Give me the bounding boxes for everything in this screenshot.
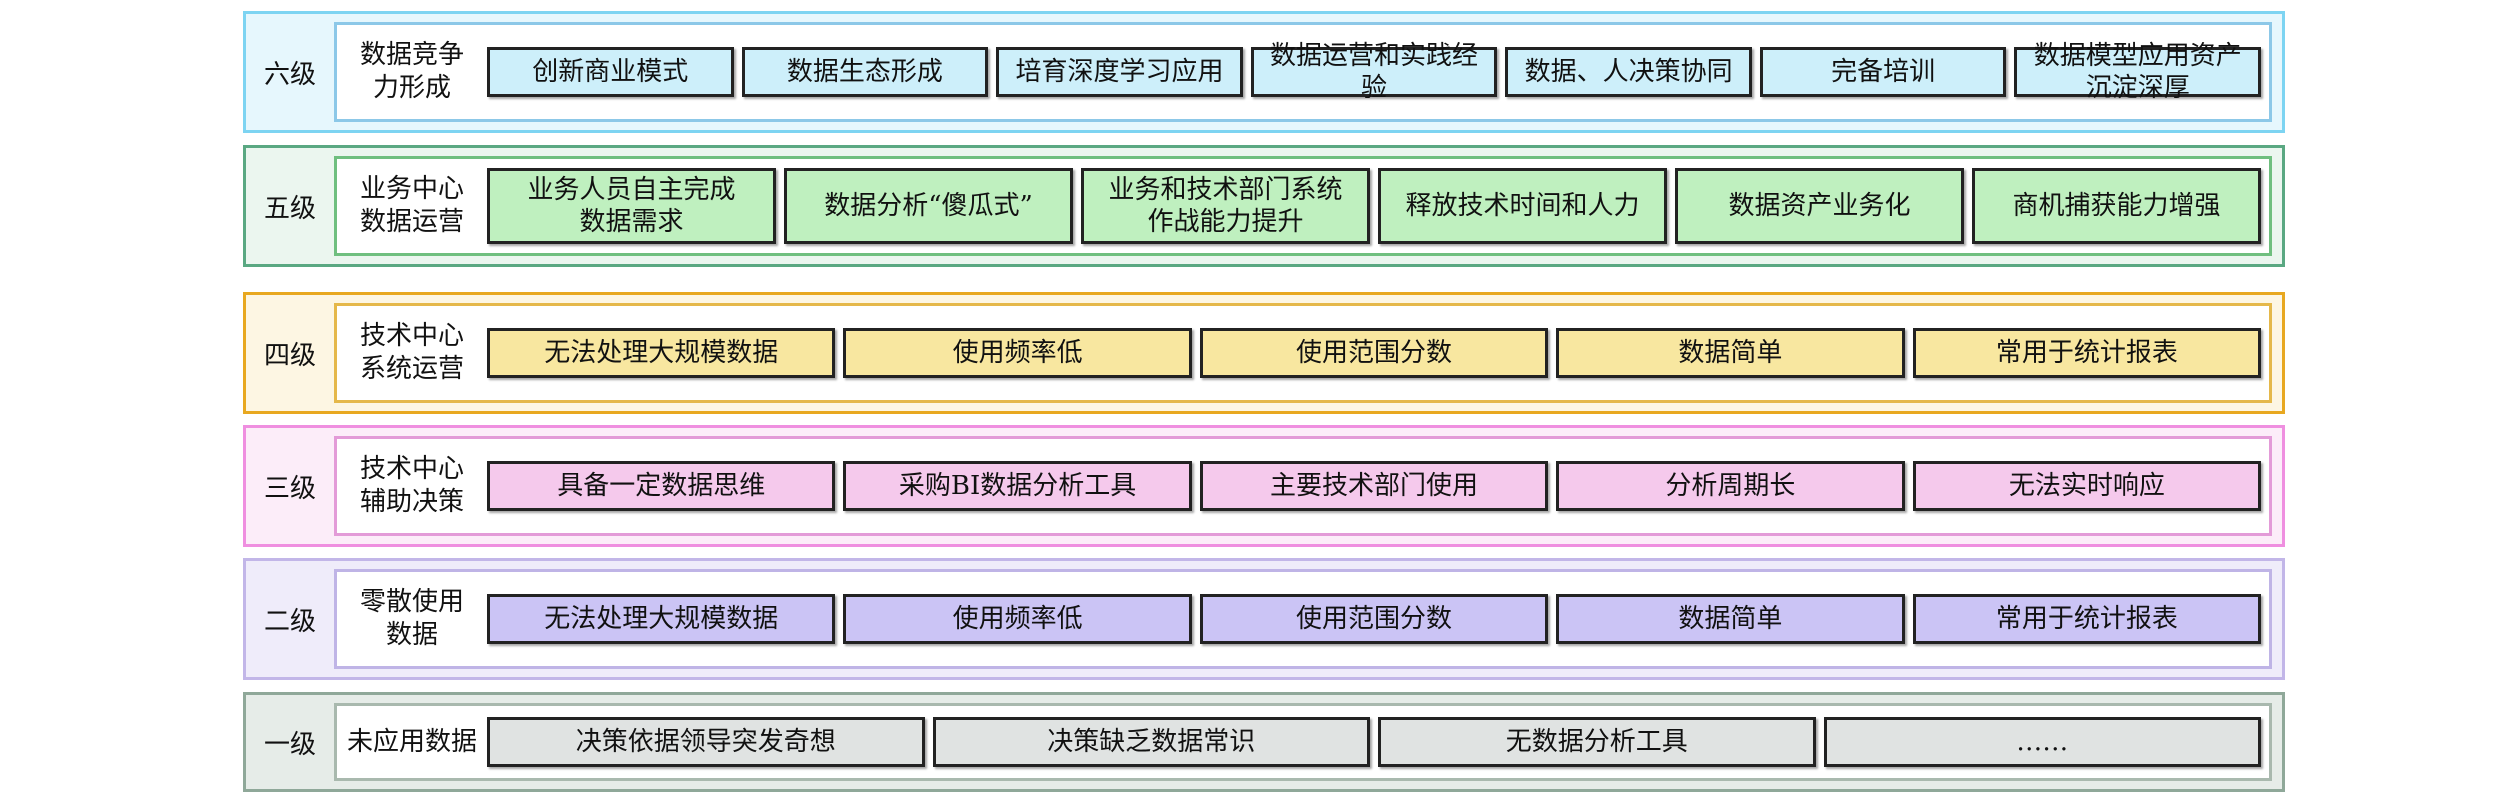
feature-box: 数据资产业务化: [1675, 168, 1964, 244]
feature-box: ……: [1823, 717, 2261, 767]
level-name: 一级: [263, 729, 316, 760]
level-row: 三级技术中心 辅助决策具备一定数据思维采购BI数据分析工具主要技术部门使用分析周…: [243, 425, 2285, 547]
feature-list: 无法处理大规模数据使用频率低使用范围分数数据简单常用于统计报表: [487, 572, 2269, 666]
level-row: 五级业务中心 数据运营业务人员自主完成 数据需求数据分析“傻瓜式”业务和技术部门…: [243, 145, 2285, 267]
feature-box: 采购BI数据分析工具: [843, 461, 1192, 511]
level-content-panel: 技术中心 辅助决策具备一定数据思维采购BI数据分析工具主要技术部门使用分析周期长…: [334, 436, 2272, 536]
stage-title: 未应用数据: [346, 726, 477, 757]
feature-box: 常用于统计报表: [1912, 328, 2262, 378]
feature-box: 无法实时响应: [1912, 461, 2262, 511]
feature-box: 使用范围分数: [1199, 594, 1549, 644]
level-content-panel: 数据竞争 力形成创新商业模式数据生态形成培育深度学习应用数据运营和实践经验数据、…: [334, 22, 2272, 122]
feature-box: 无法处理大规模数据: [487, 594, 836, 644]
stage-title: 技术中心 系统运营: [359, 321, 464, 384]
stage-title: 数据竞争 力形成: [359, 40, 464, 103]
feature-box: 使用范围分数: [1199, 328, 1549, 378]
feature-box: 分析周期长: [1556, 461, 1905, 511]
stage-title: 零散使用 数据: [359, 587, 464, 650]
feature-list: 决策依据领导突发奇想决策缺乏数据常识无数据分析工具……: [487, 706, 2269, 778]
feature-box: 释放技术时间和人力: [1378, 168, 1667, 244]
feature-box: 数据生态形成: [741, 47, 989, 97]
feature-list: 无法处理大规模数据使用频率低使用范围分数数据简单常用于统计报表: [487, 306, 2269, 400]
feature-box: 商机捕获能力增强: [1972, 168, 2261, 244]
level-row: 六级数据竞争 力形成创新商业模式数据生态形成培育深度学习应用数据运营和实践经验数…: [243, 11, 2285, 133]
feature-box: 业务和技术部门系统 作战能力提升: [1081, 168, 1370, 244]
feature-box: 数据简单: [1556, 594, 1905, 644]
stage-title: 业务中心 数据运营: [359, 174, 464, 237]
feature-box: 数据、人决策协同: [1505, 47, 1752, 97]
level-name: 五级: [263, 193, 316, 224]
feature-box: 决策依据领导突发奇想: [487, 717, 925, 767]
level-row: 二级零散使用 数据无法处理大规模数据使用频率低使用范围分数数据简单常用于统计报表: [243, 558, 2285, 680]
level-name: 三级: [263, 473, 316, 504]
feature-box: 主要技术部门使用: [1199, 461, 1549, 511]
feature-box: 业务人员自主完成 数据需求: [487, 168, 776, 244]
feature-box: 完备培训: [1759, 47, 2007, 97]
level-content-panel: 未应用数据决策依据领导突发奇想决策缺乏数据常识无数据分析工具……: [334, 703, 2272, 781]
feature-list: 创新商业模式数据生态形成培育深度学习应用数据运营和实践经验数据、人决策协同完备培…: [487, 25, 2269, 119]
level-content-panel: 业务中心 数据运营业务人员自主完成 数据需求数据分析“傻瓜式”业务和技术部门系统…: [334, 156, 2272, 256]
feature-box: 决策缺乏数据常识: [932, 717, 1370, 767]
feature-box: 创新商业模式: [487, 47, 734, 97]
level-content-panel: 技术中心 系统运营无法处理大规模数据使用频率低使用范围分数数据简单常用于统计报表: [334, 303, 2272, 403]
feature-box: 无数据分析工具: [1378, 717, 1816, 767]
level-name: 二级: [263, 606, 316, 637]
feature-box: 使用频率低: [843, 328, 1192, 378]
feature-box: 使用频率低: [843, 594, 1192, 644]
level-row: 一级未应用数据决策依据领导突发奇想决策缺乏数据常识无数据分析工具……: [243, 692, 2285, 792]
level-name: 六级: [263, 59, 316, 90]
feature-box: 培育深度学习应用: [996, 47, 1243, 97]
feature-box: 常用于统计报表: [1912, 594, 2262, 644]
stage-title: 技术中心 辅助决策: [359, 454, 464, 517]
level-content-panel: 零散使用 数据无法处理大规模数据使用频率低使用范围分数数据简单常用于统计报表: [334, 569, 2272, 669]
feature-box: 数据简单: [1556, 328, 1905, 378]
feature-list: 具备一定数据思维采购BI数据分析工具主要技术部门使用分析周期长无法实时响应: [487, 439, 2269, 533]
feature-box: 数据模型应用资产沉淀深厚: [2014, 41, 2262, 103]
level-row: 四级技术中心 系统运营无法处理大规模数据使用频率低使用范围分数数据简单常用于统计…: [243, 292, 2285, 414]
feature-box: 无法处理大规模数据: [487, 328, 836, 378]
feature-box: 数据分析“傻瓜式”: [784, 168, 1073, 244]
feature-list: 业务人员自主完成 数据需求数据分析“傻瓜式”业务和技术部门系统 作战能力提升释放…: [487, 159, 2269, 253]
feature-box: 具备一定数据思维: [487, 461, 836, 511]
level-name: 四级: [263, 340, 316, 371]
feature-box: 数据运营和实践经验: [1250, 41, 1498, 103]
